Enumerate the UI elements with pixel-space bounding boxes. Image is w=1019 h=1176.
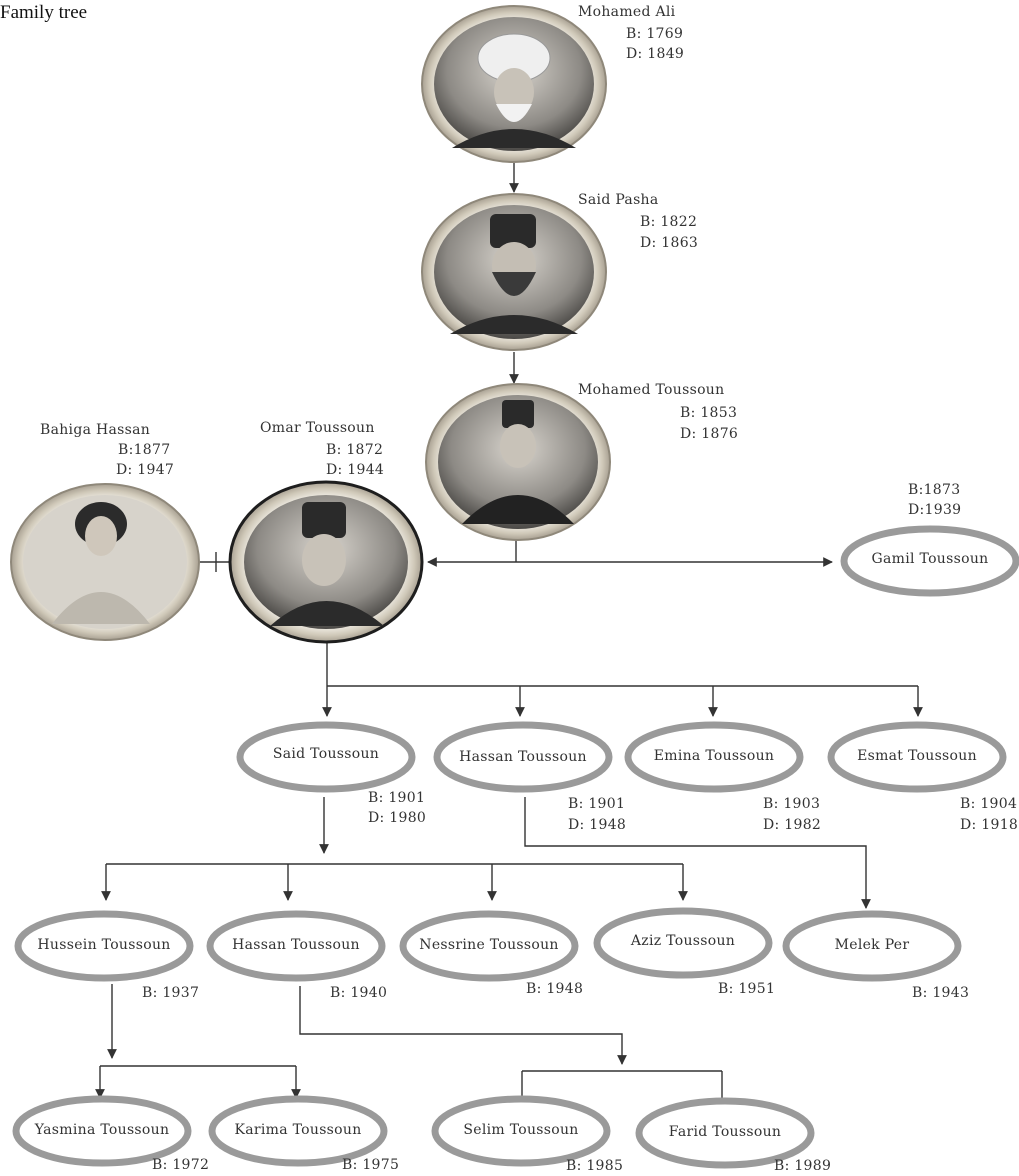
death-mohamed-toussoun: D: 1876 [680,426,739,442]
birth-nessrine: B: 1948 [526,981,584,997]
oval-name-emina: Emina Toussoun [653,748,775,764]
oval-emina [624,721,804,793]
death-omar-toussoun: D: 1944 [326,462,385,478]
name-mohamed-toussoun: Mohamed Toussoun [578,382,725,398]
birth-gamil-toussoun: B:1873 [908,482,961,498]
body-icon [462,495,574,524]
name-ovals [12,525,1019,1169]
oval-aziz [593,907,773,979]
birth-karima: B: 1975 [342,1157,400,1173]
death-bahiga-hassan: D: 1947 [116,462,175,478]
oval-said-t [236,721,416,793]
oval-name-farid: Farid Toussoun [668,1124,782,1140]
birth-mohamed-toussoun: B: 1853 [680,405,738,421]
oval-name-hassan-t2: Hassan Toussoun [232,937,360,953]
oval-name-selim: Selim Toussoun [463,1122,579,1138]
birth-said-t: B: 1901 [368,790,426,806]
birth-omar-toussoun: B: 1872 [326,442,384,458]
oval-name-yasmina: Yasmina Toussoun [34,1122,170,1138]
oval-hassan-t1 [433,721,613,793]
birth-hassan-t2: B: 1940 [330,985,388,1001]
birth-farid: B: 1989 [774,1158,832,1174]
death-emina: D: 1982 [763,817,822,833]
oval-nessrine [399,910,579,982]
portrait-bahiga-hassan [10,483,200,641]
face-icon [500,424,536,468]
oval-farid [635,1097,815,1169]
oval-name-aziz: Aziz Toussoun [630,933,736,949]
portrait-mohamed-ali [421,5,607,163]
birth-said-pasha: B: 1822 [640,214,698,230]
oval-esmat [827,721,1007,793]
body-icon [452,129,576,148]
death-mohamed-ali: D: 1849 [626,46,685,62]
name-omar-toussoun: Omar Toussoun [260,420,375,436]
name-mohamed-ali: Mohamed Ali [578,4,676,20]
oval-melek [782,910,962,982]
connector-lines [95,160,923,1100]
oval-selim [431,1095,611,1167]
oval-hussein [14,910,194,982]
birth-aziz: B: 1951 [718,981,776,997]
death-said-pasha: D: 1863 [640,235,699,251]
face-icon [85,516,117,556]
name-said-pasha: Said Pasha [578,192,659,208]
birth-selim: B: 1985 [566,1158,624,1174]
oval-name-said-t: Said Toussoun [272,746,380,762]
birth-hassan-t1: B: 1901 [568,796,626,812]
oval-yasmina [12,1095,192,1167]
birth-esmat: B: 1904 [960,796,1018,812]
birth-hussein: B: 1937 [142,985,200,1001]
oval-hassan-t2 [206,910,386,982]
birth-melek: B: 1943 [912,985,970,1001]
oval-karima [208,1095,388,1167]
page-title: Family tree [0,2,88,23]
portrait-mohamed-toussoun [425,383,611,541]
face-icon [302,534,346,586]
oval-name-esmat: Esmat Toussoun [857,748,977,764]
oval-gamil [840,525,1019,597]
birth-yasmina: B: 1972 [152,1157,210,1173]
oval-name-hussein: Hussein Toussoun [37,937,171,953]
oval-name-hassan-t1: Hassan Toussoun [459,749,587,765]
beard-icon [492,272,536,296]
oval-name-gamil: Gamil Toussoun [871,551,989,567]
dress-icon [52,592,150,624]
oval-name-melek: Melek Per [834,937,910,953]
fez-icon [502,400,534,428]
birth-mohamed-ali: B: 1769 [626,26,684,42]
line-hassan-t2-to-kids [299,986,627,1065]
body-icon [270,601,384,626]
line-hassan-t1-to-melek [524,797,871,909]
death-said-t: D: 1980 [368,810,427,826]
portrait-omar-toussoun [228,480,424,644]
portrait-said-pasha [421,193,607,351]
beard-icon [496,104,532,122]
death-esmat: D: 1918 [960,817,1019,833]
death-hassan-t1: D: 1948 [568,817,627,833]
birth-emina: B: 1903 [763,796,821,812]
oval-name-karima: Karima Toussoun [234,1122,362,1138]
oval-name-nessrine: Nessrine Toussoun [419,937,559,953]
fez-icon [490,214,536,248]
body-icon [450,315,578,334]
fez-icon [302,502,346,538]
birth-bahiga-hassan: B:1877 [118,442,171,458]
death-gamil-toussoun: D:1939 [908,502,962,518]
name-bahiga-hassan: Bahiga Hassan [40,422,151,438]
